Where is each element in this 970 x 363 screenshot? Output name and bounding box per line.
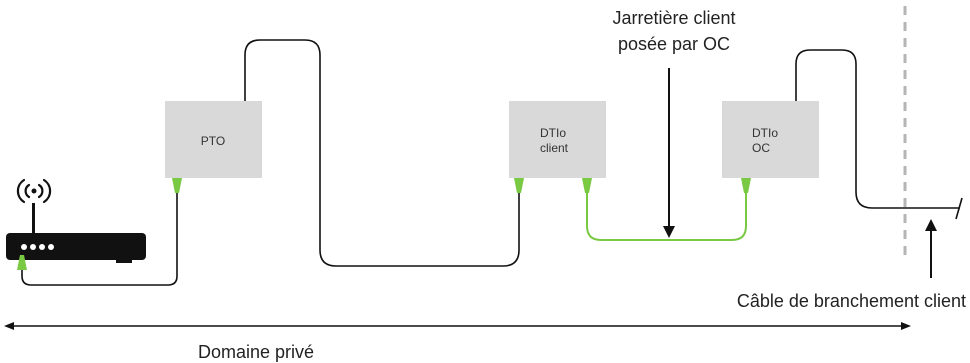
pto-box-label: PTO: [201, 134, 225, 148]
wifi-wave-left-outer: [16, 178, 26, 204]
svg-text:OC: OC: [752, 141, 770, 155]
wifi-wave-right-inner: [37, 183, 44, 199]
svg-text:Câble de branchement client: Câble de branchement client: [737, 291, 966, 311]
dtio-oc-box: DTIo OC: [722, 101, 819, 178]
domaine-prive-arrowhead-right: [901, 322, 911, 330]
cable-branchement-label: Câble de branchement client: [737, 291, 966, 311]
cable-router-pto: [21, 190, 178, 286]
domaine-prive-arrowhead-left: [4, 322, 14, 330]
arrow-jarretiere: [663, 68, 675, 238]
wifi-dot: [31, 188, 37, 194]
svg-text:posée par OC: posée par OC: [618, 34, 730, 54]
svg-text:Jarretière client: Jarretière client: [612, 8, 735, 28]
router-foot: [116, 258, 132, 263]
jarretiere-label-line1: Jarretière client: [612, 8, 735, 28]
domaine-prive-span: [4, 322, 911, 330]
svg-text:PTO: PTO: [201, 134, 225, 148]
wifi-signal-icon: [16, 178, 52, 204]
svg-text:Domaine privé: Domaine privé: [198, 342, 314, 362]
svg-text:client: client: [540, 141, 569, 155]
connector-router: [17, 255, 27, 270]
dtio-oc-label-line2: OC: [752, 141, 770, 155]
arrow-cable-branchement: [925, 219, 937, 278]
svg-text:DTIo: DTIo: [752, 126, 778, 140]
connector-dtio-oc: [741, 178, 751, 193]
router-icon: [6, 203, 146, 263]
pto-box-rect: [165, 101, 262, 178]
dtio-oc-box-rect: [722, 101, 819, 178]
dtio-oc-label-line1: DTIo: [752, 126, 778, 140]
jarretiere-client: [586, 190, 747, 241]
connector-dtio-client-left: [514, 178, 524, 193]
wifi-wave-left-inner: [24, 183, 31, 199]
router-led: [21, 244, 27, 250]
arrow-jarretiere-head: [663, 226, 675, 238]
wifi-wave-right-outer: [42, 178, 52, 204]
cable-branchement: [795, 49, 960, 209]
dtio-client-box: DTIo client: [509, 101, 606, 178]
domaine-prive-label: Domaine privé: [198, 342, 314, 362]
router-led: [30, 244, 36, 250]
cable-end-tick: [955, 197, 963, 220]
cable-pto-dtio-client: [244, 39, 520, 267]
svg-text:DTIo: DTIo: [540, 126, 566, 140]
jarretiere-label-line2: posée par OC: [618, 34, 730, 54]
dtio-client-label-line1: DTIo: [540, 126, 566, 140]
router-antenna: [32, 203, 35, 234]
pto-box: PTO: [165, 101, 262, 178]
router-body: [6, 233, 146, 260]
dtio-client-box-rect: [509, 101, 606, 178]
router-led: [39, 244, 45, 250]
router-led: [48, 244, 54, 250]
connector-dtio-client-right: [582, 178, 592, 193]
arrow-cable-head: [925, 219, 937, 231]
dtio-client-label-line2: client: [540, 141, 569, 155]
connector-pto: [172, 178, 182, 193]
